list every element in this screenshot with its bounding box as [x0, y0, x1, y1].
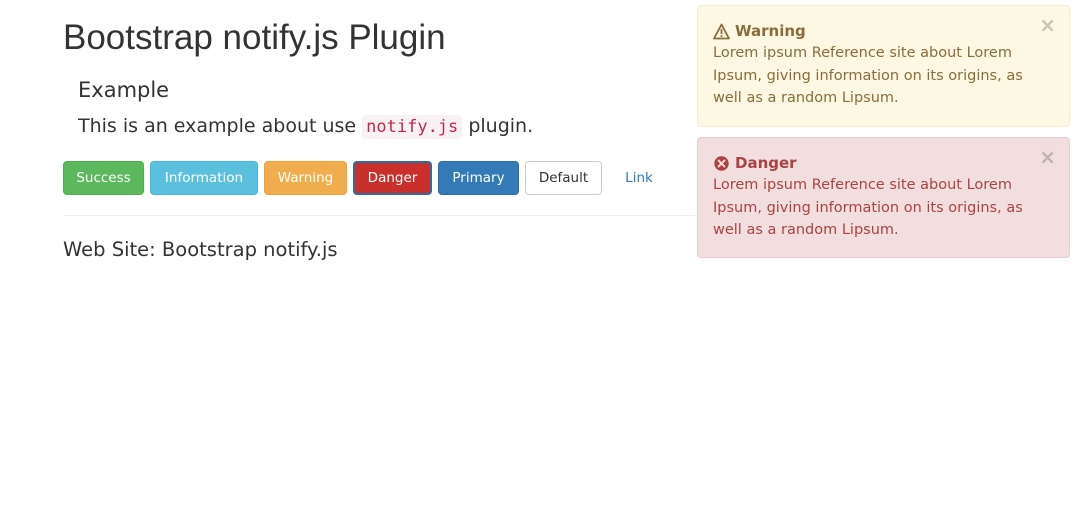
- warning-message: Lorem ipsum Reference site about Lorem I…: [713, 45, 1023, 106]
- warning-notification-title: Warning: [713, 20, 1029, 42]
- link-button[interactable]: Link: [625, 170, 653, 186]
- warning-title-text: Warning: [735, 22, 806, 40]
- close-icon[interactable]: ×: [1039, 13, 1056, 37]
- example-heading: Example: [78, 78, 170, 102]
- warning-notification: × Warning Lorem ipsum Reference site abo…: [697, 5, 1070, 127]
- success-button[interactable]: Success: [63, 161, 144, 195]
- lead-text-after: plugin.: [462, 115, 534, 137]
- lead-text-before: This is an example about use: [78, 115, 363, 137]
- website-text[interactable]: Web Site: Bootstrap notify.js: [63, 238, 338, 261]
- danger-notification-title: Danger: [713, 152, 1029, 174]
- warning-button[interactable]: Warning: [264, 161, 347, 195]
- example-description: This is an example about use notify.js p…: [78, 112, 533, 141]
- page-title: Bootstrap notify.js Plugin: [63, 18, 446, 57]
- primary-button[interactable]: Primary: [438, 161, 519, 195]
- danger-title-text: Danger: [735, 154, 797, 172]
- information-button[interactable]: Information: [150, 161, 258, 195]
- danger-button[interactable]: Danger: [353, 161, 432, 195]
- warning-triangle-icon: [713, 23, 730, 40]
- danger-message: Lorem ipsum Reference site about Lorem I…: [713, 177, 1023, 238]
- plugin-code: notify.js: [362, 115, 463, 139]
- default-button[interactable]: Default: [525, 161, 602, 195]
- remove-circle-icon: [713, 155, 730, 172]
- close-icon[interactable]: ×: [1039, 145, 1056, 169]
- button-row: Success Information Warning Danger Prima…: [63, 161, 670, 195]
- danger-notification: × Danger Lorem ipsum Reference site abou…: [697, 137, 1070, 258]
- divider: [63, 215, 703, 216]
